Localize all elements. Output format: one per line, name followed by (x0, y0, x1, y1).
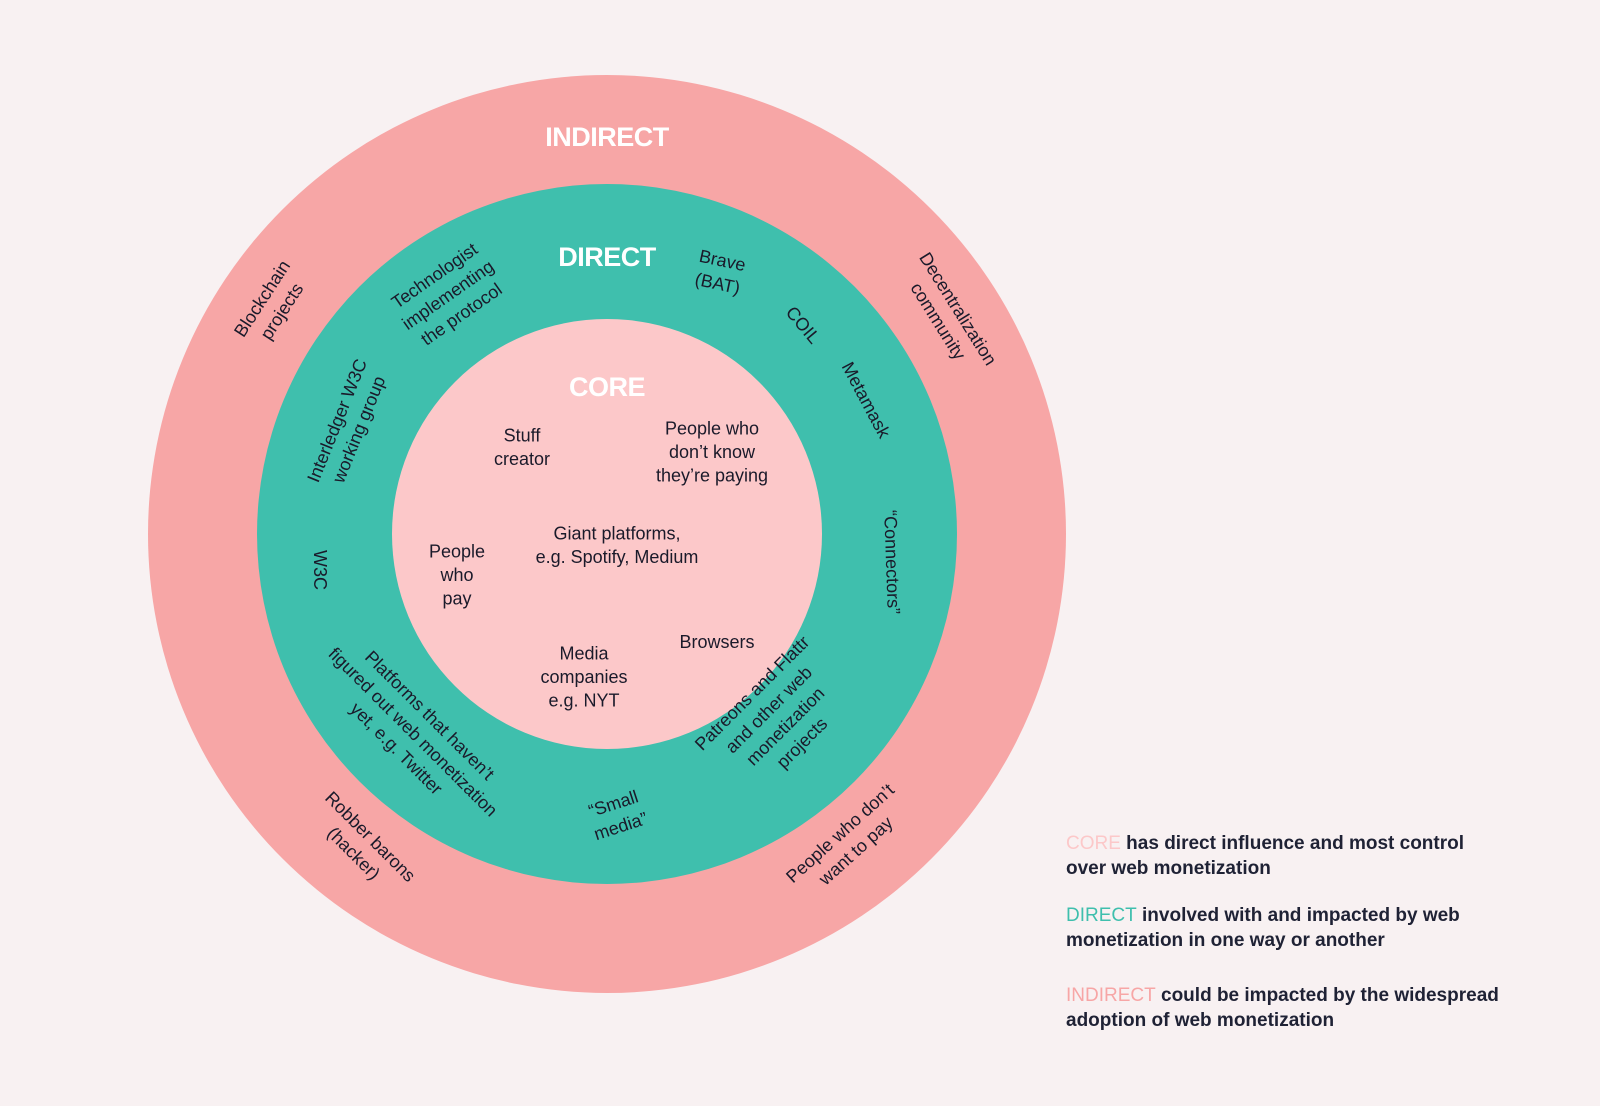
label-media: Media companies e.g. NYT (540, 644, 627, 711)
label-giant: Giant platforms, e.g. Spotify, Medium (536, 523, 699, 567)
indirect-title: INDIRECT (545, 122, 670, 152)
label-line: Giant platforms, (553, 523, 680, 543)
label-line: Browsers (679, 632, 754, 652)
label-line: People who (665, 419, 759, 439)
core-ring (392, 319, 822, 749)
label-w3c: W3C (310, 550, 330, 590)
legend-core-key: CORE (1066, 833, 1121, 854)
legend-core: CORE has direct influence and most contr… (1066, 831, 1506, 881)
label-line: W3C (310, 550, 330, 590)
legend-indirect: INDIRECT could be impacted by the widesp… (1066, 983, 1506, 1033)
legend-direct: DIRECT involved with and impacted by web… (1066, 903, 1506, 953)
legend-direct-key: DIRECT (1066, 905, 1137, 926)
label-people-pay: People who pay (429, 542, 485, 609)
label-line: e.g. Spotify, Medium (536, 547, 699, 567)
label-line: pay (442, 589, 471, 609)
label-stuff-creator: Stuff creator (494, 425, 550, 469)
label-line: Stuff (504, 425, 542, 445)
label-line: don’t know (669, 442, 756, 462)
label-line: companies (540, 667, 627, 687)
legend-direct-text: involved with and impacted by web moneti… (1066, 905, 1460, 951)
label-connectors: “Connectors” (880, 510, 904, 615)
label-line: creator (494, 449, 550, 469)
label-line: who (439, 565, 473, 585)
label-line: e.g. NYT (548, 691, 619, 711)
legend-core-text: has direct influence and most control ov… (1066, 833, 1465, 879)
label-line: “Connectors” (880, 510, 904, 615)
label-line: they’re paying (656, 466, 768, 486)
label-line: Media (559, 644, 609, 664)
core-title: CORE (569, 372, 645, 402)
label-line: People (429, 542, 485, 562)
direct-title: DIRECT (558, 242, 657, 272)
legend-indirect-text: could be impacted by the widespread adop… (1066, 985, 1499, 1031)
legend-indirect-key: INDIRECT (1066, 985, 1156, 1006)
label-unaware: People who don’t know they’re paying (656, 419, 768, 486)
label-browsers: Browsers (679, 632, 754, 652)
